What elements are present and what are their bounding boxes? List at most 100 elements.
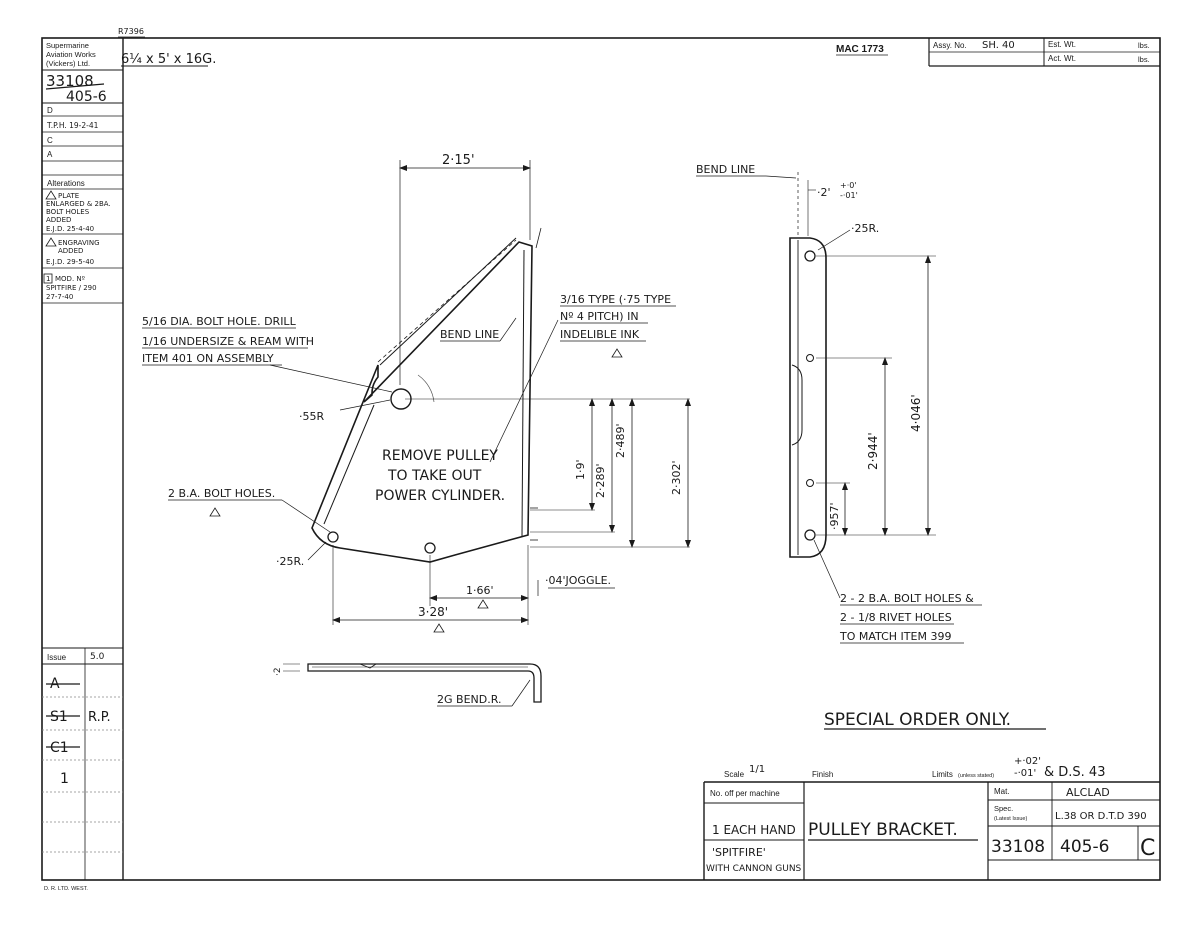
dim-2-289: 2·289' bbox=[594, 463, 607, 498]
title-revision: C bbox=[1140, 836, 1155, 861]
dims-vertical-side: 4·046' 2·944' ·957' bbox=[816, 255, 936, 536]
finish-label: Finish bbox=[812, 770, 833, 779]
assy-label: Assy. No. bbox=[933, 41, 967, 50]
aircraft-name: 'SPITFIRE' bbox=[712, 846, 766, 859]
dim-2-489: 2·489' bbox=[614, 423, 627, 458]
ba-bolt-hole-center bbox=[424, 542, 436, 554]
note-bend-line-left: BEND LINE bbox=[440, 328, 499, 341]
printer-mark: D. R. LTD. WEST. bbox=[44, 886, 88, 892]
note-ba-bolt-holes: 2 B.A. BOLT HOLES. bbox=[168, 487, 275, 500]
scale-label: Scale bbox=[724, 770, 745, 779]
mac-reference: MAC 1773 bbox=[836, 44, 884, 55]
note-bend-line-right: BEND LINE bbox=[696, 163, 755, 176]
note-bolt-hole-line-2: 1/16 UNDERSIZE & REAM WITH bbox=[142, 335, 314, 348]
note-type-line-1: 3/16 TYPE (·75 TYPE bbox=[560, 293, 671, 306]
limits-ds: & D.S. 43 bbox=[1044, 765, 1105, 780]
rev-row-tph: T.P.H. 19-2-41 bbox=[46, 121, 99, 130]
note-type-line-2: Nº 4 PITCH) IN bbox=[560, 310, 639, 323]
company-line-3: (Vickers) Ltd. bbox=[46, 59, 90, 68]
bracket-front-view bbox=[311, 227, 542, 563]
dim-2-15: 2·15' bbox=[442, 153, 475, 168]
act-wt-lbs: lbs. bbox=[1138, 55, 1150, 64]
rev-row-c: C bbox=[47, 136, 53, 145]
limits-label: Limits bbox=[932, 770, 953, 779]
alteration-b-triangle bbox=[45, 237, 57, 247]
dim-2-302: 2·302' bbox=[670, 460, 683, 495]
alteration-1-line-2: ENLARGED & 2BA. bbox=[46, 200, 111, 208]
limits-note: (unless stated) bbox=[958, 773, 994, 779]
dim-957: ·957' bbox=[828, 502, 841, 530]
alteration-3-line-3: 27-7-40 bbox=[46, 293, 73, 301]
dims-horizontal-main: 1·66' 3·28' ·04'JOGGLE. bbox=[332, 545, 615, 633]
alteration-1-line-5: E.J.D. 25-4-40 bbox=[46, 225, 94, 233]
note-remove-pulley-3: POWER CYLINDER. bbox=[375, 488, 505, 504]
alteration-3-marker: 1 bbox=[46, 275, 50, 283]
dim-3-28: 3·28' bbox=[418, 605, 448, 619]
note-remove-pulley-2: TO TAKE OUT bbox=[387, 468, 482, 484]
issue-value: 5.0 bbox=[90, 652, 105, 662]
est-wt-lbs: lbs. bbox=[1138, 41, 1150, 50]
note-bolt-hole-line-1: 5/16 DIA. BOLT HOLE. DRILL bbox=[142, 315, 297, 328]
title-drawing-suffix: 405-6 bbox=[1060, 837, 1109, 857]
alteration-3-line-1: MOD. Nº bbox=[55, 275, 85, 283]
issue-row-c1: C1 bbox=[50, 740, 69, 756]
alteration-2-line-2: ADDED bbox=[58, 247, 83, 255]
issue-label: Issue bbox=[47, 653, 67, 662]
issue-row-s1: S1 bbox=[50, 709, 68, 725]
dim-flange-tol-minus: -·01' bbox=[840, 191, 858, 200]
material-size: 6¼ x 5' x 16G. bbox=[121, 52, 216, 67]
issue-row-1: 1 bbox=[60, 771, 69, 787]
alteration-1-line-4: ADDED bbox=[46, 216, 71, 224]
note-bend-radius: 2G BEND.R. bbox=[437, 693, 501, 706]
ba-bolt-hole-left bbox=[327, 531, 339, 543]
sheet-border bbox=[41, 37, 1161, 881]
assy-value: SH. 40 bbox=[982, 40, 1015, 51]
spec-note: (Latest Issue) bbox=[994, 816, 1027, 822]
top-reference: R7396 bbox=[118, 27, 144, 36]
alteration-2-line-3: E.J.D. 29-5-40 bbox=[46, 258, 94, 266]
rev-row-d: D bbox=[47, 106, 53, 115]
dim-4-046: 4·046' bbox=[909, 394, 923, 432]
no-off-value: 1 EACH HAND bbox=[712, 823, 796, 837]
dim-r-25-left: ·25R. bbox=[276, 555, 304, 568]
title-block: Scale 1/1 Finish Limits (unless stated) … bbox=[703, 756, 1160, 880]
note-rivet-line-3: TO MATCH ITEM 399 bbox=[839, 630, 951, 643]
alteration-2-line-1: ENGRAVING bbox=[58, 239, 100, 247]
mat-value: ALCLAD bbox=[1066, 786, 1110, 799]
alteration-1-line-3: BOLT HOLES bbox=[46, 208, 90, 216]
alteration-1-line-1: PLATE bbox=[58, 192, 79, 200]
scale-value: 1/1 bbox=[749, 764, 765, 775]
alteration-a-triangle bbox=[45, 190, 57, 200]
dim-top-width: 2·15' bbox=[399, 153, 531, 385]
limits-plus: +·02' bbox=[1014, 756, 1041, 767]
limits-minus: -·01' bbox=[1014, 768, 1036, 779]
note-remove-pulley-1: REMOVE PULLEY bbox=[382, 448, 498, 464]
issue-initials: R.P. bbox=[88, 710, 111, 725]
dim-flange-tol-plus: +·0' bbox=[840, 181, 857, 190]
note-rivet-line-1: 2 - 2 B.A. BOLT HOLES & bbox=[840, 592, 974, 605]
dim-joggle: ·04'JOGGLE. bbox=[545, 574, 611, 587]
dim-r-55: ·55R bbox=[299, 410, 324, 423]
company-line-1: Supermarine bbox=[46, 41, 89, 50]
assy-weight-block: Assy. No. SH. 40 Est. Wt. lbs. Act. Wt. … bbox=[928, 38, 1160, 67]
dim-2-944: 2·944' bbox=[866, 432, 880, 470]
spec-value: L.38 OR D.T.D 390 bbox=[1055, 811, 1147, 822]
dim-1-66: 1·66' bbox=[466, 584, 494, 597]
company-line-2: Aviation Works bbox=[46, 50, 96, 59]
dim-r-25-right: ·25R. bbox=[851, 222, 879, 235]
bracket-section-view: ·2 bbox=[273, 663, 542, 703]
no-off-label: No. off per machine bbox=[710, 789, 780, 798]
act-wt-label: Act. Wt. bbox=[1048, 54, 1076, 63]
dim-flange: ·2' bbox=[817, 186, 831, 199]
strip-drawing-number-bottom: 405-6 bbox=[66, 89, 107, 105]
special-order-note: SPECIAL ORDER ONLY. bbox=[824, 710, 1011, 730]
bracket-side-view bbox=[789, 172, 827, 558]
left-strip: Supermarine Aviation Works (Vickers) Ltd… bbox=[42, 41, 123, 880]
mat-label: Mat. bbox=[994, 787, 1010, 796]
dim-section-thickness: ·2 bbox=[273, 667, 283, 676]
dims-vertical-main: 1·9' 2·289' 2·489' 2·302' bbox=[405, 398, 691, 548]
spec-label: Spec. bbox=[994, 804, 1013, 813]
est-wt-label: Est. Wt. bbox=[1048, 40, 1076, 49]
dim-1-9: 1·9' bbox=[574, 459, 587, 480]
